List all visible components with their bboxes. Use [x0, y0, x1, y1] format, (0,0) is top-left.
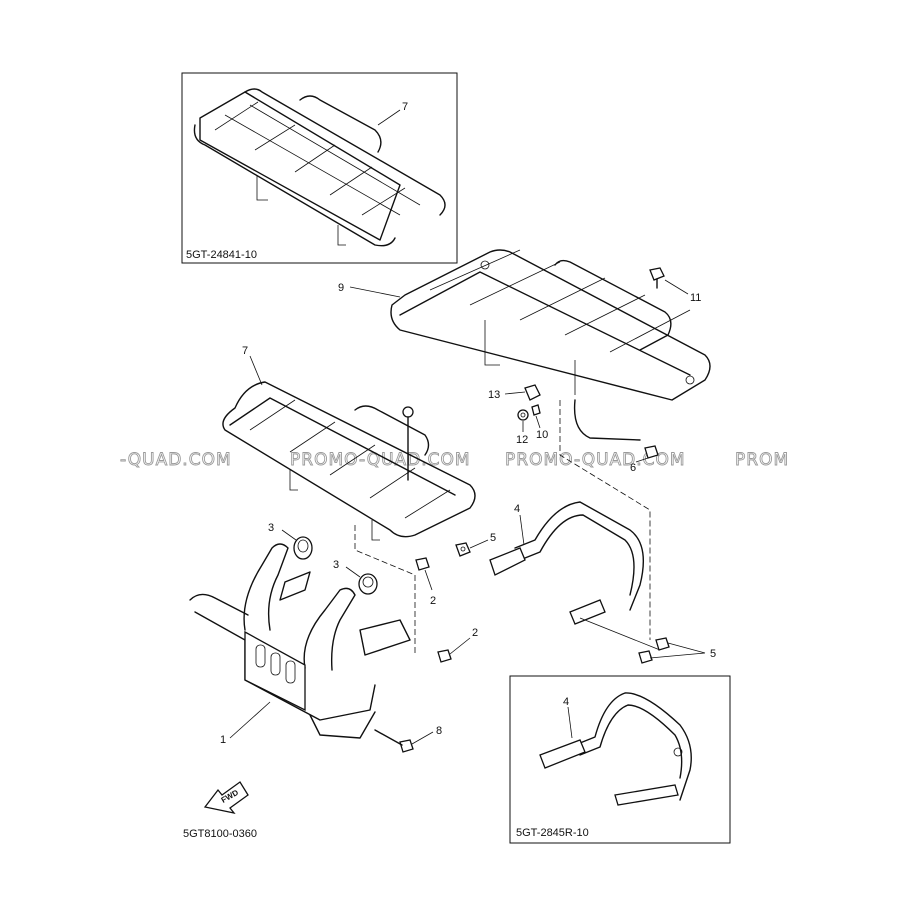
bolt-2-upper-callout: 2 — [430, 595, 436, 607]
bolt-11-callout: 11 — [690, 292, 701, 304]
clip-13-callout: 13 — [488, 389, 500, 401]
bolt-6-leader — [635, 457, 649, 463]
inset-bottom-callout: 4 — [563, 696, 569, 708]
clip-13 — [524, 384, 541, 401]
main-diagram-code: 5GT8100-0360 — [183, 828, 257, 840]
pin-10 — [531, 404, 541, 416]
pin-10-callout: 10 — [536, 429, 548, 441]
inset-top-leader — [377, 109, 401, 126]
rear-rack — [390, 249, 711, 441]
watermark: -QUAD.COM PROMO-QUAD.COM PROMO-QUAD.COM … — [120, 450, 789, 471]
grommet-upper-leader — [281, 529, 297, 541]
bolt-5-left-callout: 5 — [490, 532, 496, 544]
inset-rack-drawing — [193, 88, 446, 247]
guard-4-leader — [519, 514, 525, 546]
inset-top-code: 5GT-24841-10 — [186, 249, 257, 261]
bolt-6 — [644, 445, 659, 459]
grommet-lower — [358, 573, 378, 595]
bolt-5-right-leader — [649, 642, 706, 659]
inset-top-frame — [181, 72, 458, 264]
bolt-11-leader — [664, 279, 689, 295]
watermark-text-1: -QUAD.COM — [120, 450, 232, 470]
nut-12-callout: 12 — [516, 434, 528, 446]
grommet-lower-leader — [345, 566, 361, 578]
inset-bottom: 5GT-2845R-10 4 — [509, 675, 731, 844]
front-rack-callout: 7 — [242, 345, 248, 357]
fwd-arrow-icon: FWD — [203, 781, 249, 815]
inset-top-callout: 7 — [402, 101, 408, 113]
bolt-5-right — [638, 637, 670, 664]
bolt-5-left — [455, 542, 471, 557]
bumper-1-leader — [229, 701, 271, 739]
bolt-2-upper-leader — [424, 569, 433, 591]
bolt-8-callout: 8 — [436, 725, 442, 737]
bolt-5-left-leader — [469, 539, 489, 549]
clip-13-leader — [504, 391, 526, 395]
inset-guard-drawing — [539, 692, 692, 806]
inset-bottom-leader — [567, 706, 573, 739]
watermark-text-2: PROMO-QUAD.COM — [290, 450, 471, 470]
bumper-1-callout: 1 — [220, 734, 226, 746]
grommet-lower-callout: 3 — [333, 559, 339, 571]
inset-bottom-frame — [509, 675, 731, 844]
bolt-2-lower-leader — [449, 637, 471, 655]
rear-rack-callout: 9 — [338, 282, 344, 294]
front-rack — [222, 381, 476, 541]
bumper-1 — [189, 543, 411, 739]
front-rack-bolt — [402, 406, 414, 481]
inset-bottom-code: 5GT-2845R-10 — [516, 827, 589, 839]
pin-10-leader — [535, 415, 541, 429]
bolt-2-lower-callout: 2 — [472, 627, 478, 639]
bolt-11 — [649, 267, 665, 289]
bolt-2-upper — [415, 557, 430, 571]
inset-top: 5GT-24841-10 7 — [181, 72, 458, 264]
bolt-2-lower — [437, 649, 452, 663]
front-rack-leader — [249, 355, 263, 386]
grommet-upper-callout: 3 — [268, 522, 274, 534]
bolt-6-callout: 6 — [630, 462, 636, 474]
guard-4 — [489, 501, 661, 651]
watermark-text-4: PROM — [735, 450, 789, 470]
guard-4-callout: 4 — [514, 503, 520, 515]
bolt-8-leader — [411, 731, 434, 745]
rear-rack-leader — [349, 286, 401, 298]
bolt-5-right-callout: 5 — [710, 648, 716, 660]
grommet-upper — [293, 536, 313, 560]
nut-12 — [517, 409, 529, 421]
watermark-text-3: PROMO-QUAD.COM — [505, 450, 686, 470]
mounting-guides — [354, 400, 651, 655]
bolt-8 — [374, 729, 414, 753]
